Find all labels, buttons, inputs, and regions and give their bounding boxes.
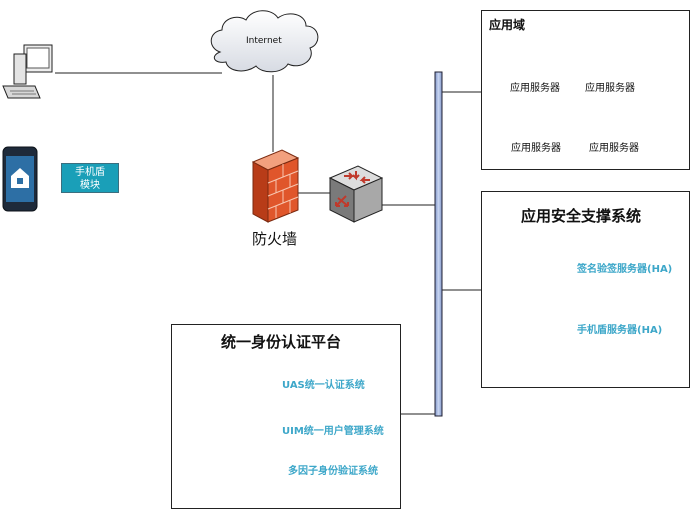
- firewall-icon: [251, 149, 300, 223]
- mobile-phone-icon: [2, 146, 38, 212]
- app-server-label-2: 应用服务器: [585, 83, 635, 94]
- mobile-shield-server-label: 手机盾服务器(HA): [577, 325, 663, 336]
- mobile-shield-module-line1: 手机盾: [75, 167, 105, 178]
- auth-platform-title: 统一身份认证平台: [221, 333, 342, 351]
- computer-icon: [2, 44, 53, 99]
- security-system-box: [481, 191, 690, 388]
- app-server-label-4: 应用服务器: [589, 143, 639, 154]
- app-server-label-1: 应用服务器: [510, 83, 560, 94]
- backbone-bus: [434, 71, 443, 417]
- firewall-label: 防火墙: [252, 230, 298, 248]
- signature-server-label: 签名验签服务器(HA): [577, 264, 673, 275]
- router-icon: [328, 165, 384, 223]
- app-domain-box: [481, 10, 690, 170]
- app-domain-title: 应用域: [489, 18, 526, 32]
- connection-lines: [55, 72, 481, 415]
- mobile-shield-module-line2: 模块: [80, 180, 100, 191]
- uim-system-label: UIM统一用户管理系统: [282, 426, 384, 437]
- internet-cloud-icon: [210, 10, 319, 73]
- mfa-system-label: 多因子身份验证系统: [288, 466, 378, 477]
- mobile-shield-module: 手机盾 模块: [61, 163, 119, 193]
- uas-system-label: UAS统一认证系统: [282, 380, 365, 391]
- security-system-title: 应用安全支撑系统: [521, 207, 642, 225]
- internet-label: Internet: [246, 36, 282, 46]
- auth-platform-box: [171, 324, 401, 509]
- app-server-label-3: 应用服务器: [511, 143, 561, 154]
